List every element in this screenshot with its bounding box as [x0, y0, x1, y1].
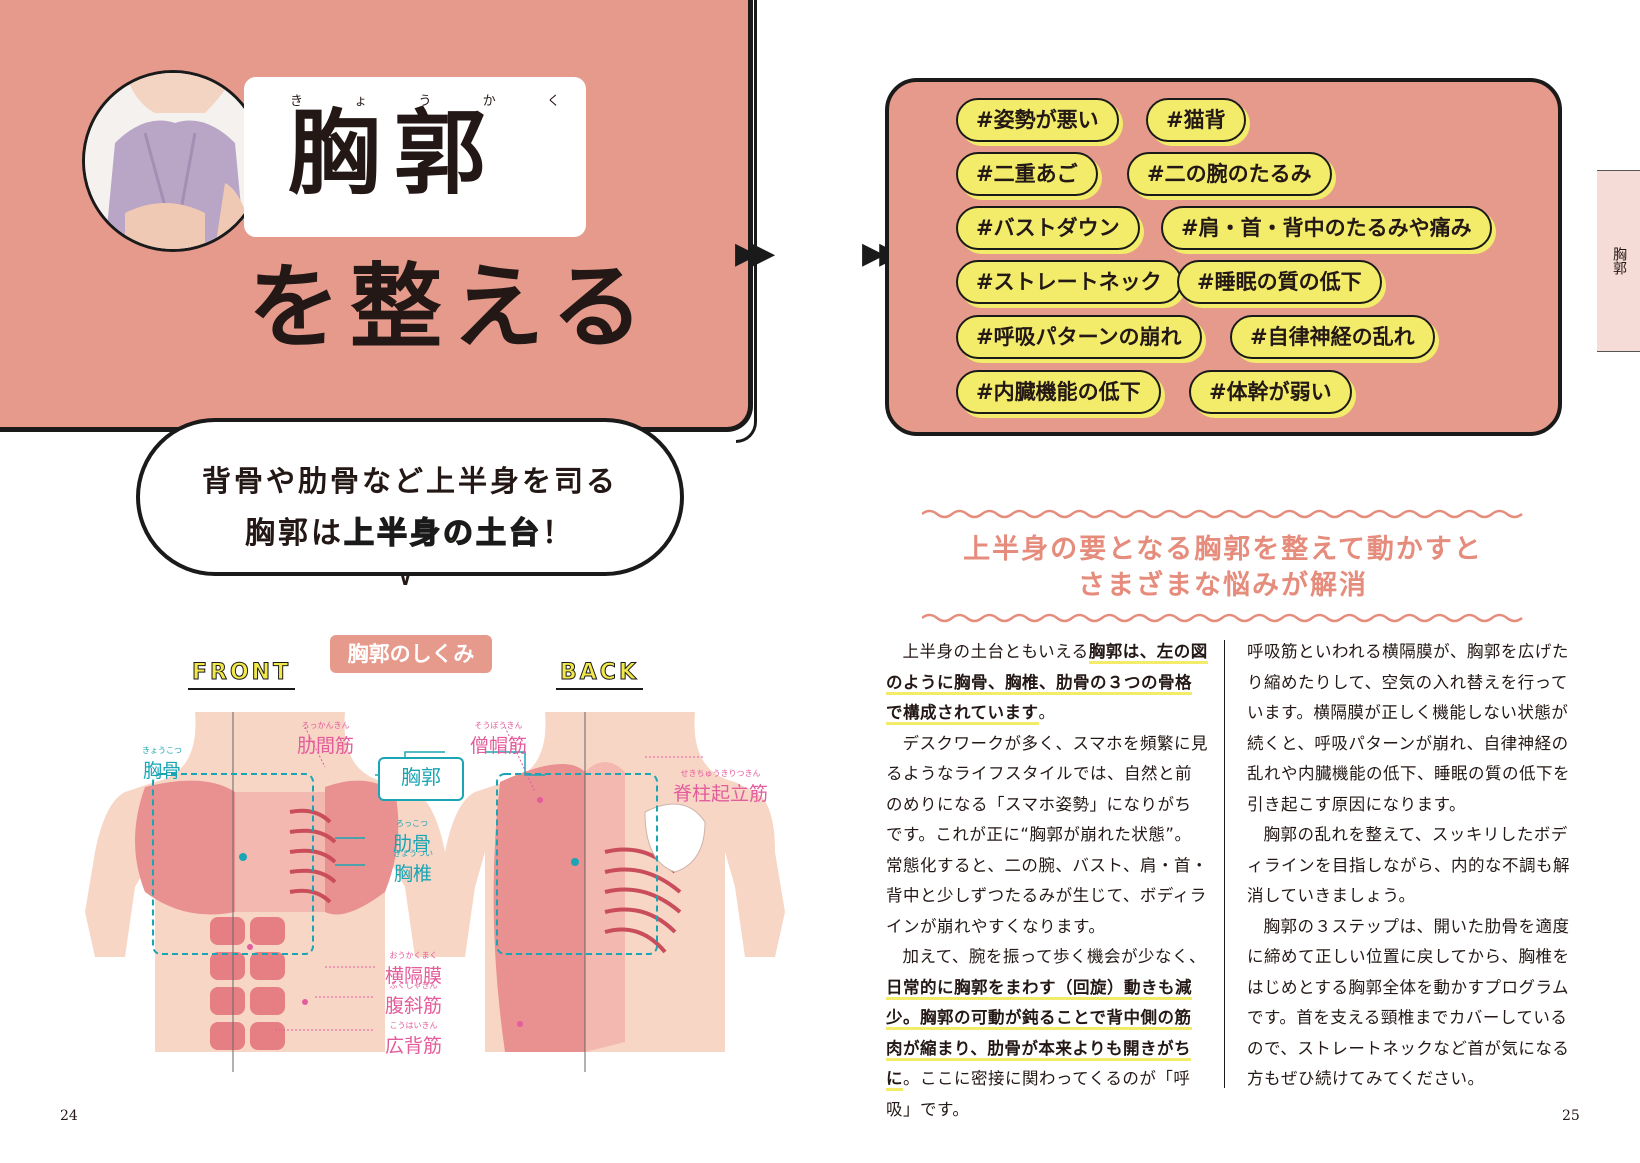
- tag-item: #二の腕のたるみ: [1127, 152, 1332, 196]
- tag-item: #内臓機能の低下: [956, 370, 1161, 414]
- tag-panel: #姿勢が悪い #猫背 #二重あご #二の腕のたるみ #バストダウン #肩・首・背…: [885, 78, 1562, 436]
- body-column-1: 上半身の土台ともいえる胸郭は、左の図のように胸骨、胸椎、肋骨の３つの骨格で構成さ…: [886, 637, 1208, 1125]
- tag-item: #猫背: [1146, 98, 1246, 142]
- back-label: BACK: [556, 660, 643, 690]
- wave-divider: [922, 613, 1523, 623]
- paragraph: 胸郭の３ステップは、開いた肋骨を適度に締めて正しい位置に戻してから、胸椎をはじめ…: [1247, 916, 1570, 1089]
- section-heading: 上半身の要となる胸郭を整えて動かすと さまざまな悩みが解消: [922, 508, 1524, 624]
- model-photo: [82, 70, 264, 252]
- title-box: [244, 77, 586, 237]
- label-sekichu: せきちゅうきりつきん脊柱起立筋: [673, 769, 769, 805]
- chevron-down-icon: ∨: [398, 569, 413, 590]
- tag-item: #肩・首・背中のたるみや痛み: [1161, 206, 1492, 250]
- anatomy-illustration: [85, 712, 785, 1072]
- chapter-tab[interactable]: 胸郭: [1597, 170, 1640, 352]
- page-number-right: 25: [1562, 1108, 1580, 1124]
- tag-item: #自律神経の乱れ: [1230, 315, 1435, 359]
- paragraph: 上半身の土台ともいえる胸郭は、左の図のように胸骨、胸椎、肋骨の３つの骨格で構成さ…: [886, 637, 1208, 729]
- tag-item: #バストダウン: [956, 206, 1140, 250]
- bubble-line-1: 背骨や肋骨など上半身を司る: [201, 464, 618, 498]
- heading-line-2: さまざまな悩みが解消: [1078, 570, 1368, 601]
- speech-bubble: 背骨や肋骨など上半身を司る 胸郭は上半身の土台！: [136, 418, 684, 576]
- bubble-line-2: 胸郭は上半身の土台！: [245, 515, 575, 552]
- column-divider: [1224, 640, 1225, 1088]
- tag-item: #呼吸パターンの崩れ: [956, 315, 1202, 359]
- hero-frame-line: [736, 0, 757, 443]
- front-label: FRONT: [188, 660, 296, 690]
- label-oukakumaku: おうかくまく横隔膜: [385, 951, 443, 987]
- label-kyokaku: 胸郭: [378, 757, 464, 801]
- tag-item: #姿勢が悪い: [956, 98, 1119, 142]
- page-subtitle: を整える: [248, 254, 654, 361]
- double-arrow-icon: ▶▶: [735, 236, 775, 271]
- label-rokkotsu: ろっこつ肋骨: [393, 819, 432, 855]
- label-kouhaikin: こうはいきん広背筋: [385, 1021, 443, 1057]
- bubble-highlight: 上半身の土台: [343, 515, 542, 552]
- diagram-label: 胸郭のしくみ: [330, 635, 492, 673]
- tag-item: #二重あご: [956, 152, 1098, 196]
- paragraph: デスクワークが多く、スマホを頻繁に見るようなライフスタイルでは、自然と前のめりに…: [886, 733, 1209, 936]
- label-rokkankin: ろっかんきん肋間筋: [297, 721, 355, 757]
- page-number-left: 24: [60, 1108, 78, 1124]
- label-soubokin: そうぼうきん僧帽筋: [470, 721, 528, 757]
- paragraph: 加えて、腕を振って歩く機会が少なく、日常的に胸郭をまわす（回旋）動きも減少。胸郭…: [886, 947, 1207, 1119]
- tag-item: #体幹が弱い: [1189, 370, 1352, 414]
- wave-divider: [922, 509, 1523, 519]
- paragraph: 胸郭の乱れを整えて、スッキリしたボディラインを目指しながら、内的な不調も解消して…: [1247, 825, 1570, 905]
- label-fukushakin: ふくしゃきん腹斜筋: [385, 981, 443, 1017]
- heading-line-1: 上半身の要となる胸郭を整えて動かすと: [963, 534, 1483, 565]
- paragraph: 呼吸筋といわれる横隔膜が、胸郭を広げたり縮めたりして、空気の入れ替えを行っていま…: [1247, 642, 1570, 814]
- tag-item: #ストレートネック: [956, 260, 1182, 304]
- label-kyokotsu: きょうこつ胸骨: [142, 746, 182, 782]
- page-title: 胸郭: [288, 100, 501, 207]
- tag-item: #睡眠の質の低下: [1177, 260, 1382, 304]
- body-column-2: 呼吸筋といわれる横隔膜が、胸郭を広げたり縮めたりして、空気の入れ替えを行っていま…: [1247, 637, 1572, 1095]
- title-ruby: きょうかく: [290, 94, 560, 109]
- label-kyotsui: きょうつい胸椎: [393, 849, 433, 885]
